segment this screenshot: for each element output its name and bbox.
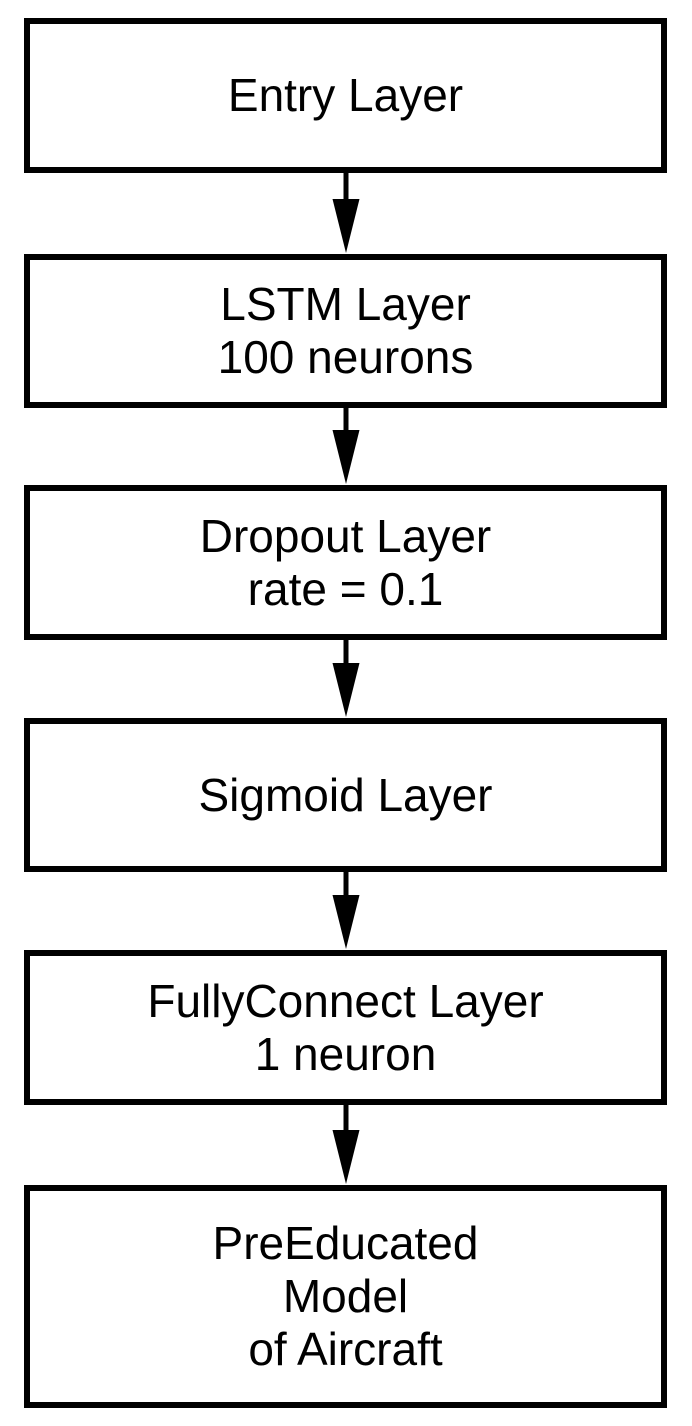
edge-lstm-to-dropout xyxy=(332,408,360,484)
node-preeducated-model-line-1: PreEducated xyxy=(212,1217,479,1269)
node-sigmoid-layer-line-1: Sigmoid Layer xyxy=(198,768,493,821)
arrowhead-icon xyxy=(332,199,360,253)
edge-entry-to-lstm xyxy=(332,173,360,253)
arrowhead-icon xyxy=(332,1130,360,1184)
node-preeducated-model-line-3: of Aircraft xyxy=(248,1323,443,1375)
node-preeducated-model: PreEducated Model of Aircraft xyxy=(24,1185,667,1408)
node-sigmoid-layer: Sigmoid Layer xyxy=(24,718,667,872)
arrowhead-icon xyxy=(332,663,360,717)
edge-sigmoid-to-fullyconnect xyxy=(332,872,360,949)
edge-fullyconnect-to-preeducated xyxy=(332,1105,360,1184)
node-fullyconnect-layer: FullyConnect Layer 1 neuron xyxy=(24,950,667,1105)
node-dropout-layer-line-2: rate = 0.1 xyxy=(247,562,444,615)
node-dropout-layer-line-1: Dropout Layer xyxy=(199,509,492,562)
node-lstm-layer-line-1: LSTM Layer xyxy=(220,278,471,330)
node-lstm-layer-line-2: 100 neurons xyxy=(217,331,474,383)
node-fullyconnect-layer-line-2: 1 neuron xyxy=(254,1027,437,1080)
node-preeducated-model-line-2: Model xyxy=(282,1270,409,1322)
node-entry-layer: Entry Layer xyxy=(24,18,667,173)
arrowhead-icon xyxy=(332,430,360,484)
node-entry-layer-line-1: Entry Layer xyxy=(227,69,464,121)
edge-dropout-to-sigmoid xyxy=(332,640,360,717)
node-fullyconnect-layer-line-1: FullyConnect Layer xyxy=(147,974,544,1027)
arrowhead-icon xyxy=(332,895,360,949)
node-dropout-layer: Dropout Layer rate = 0.1 xyxy=(24,485,667,640)
node-lstm-layer: LSTM Layer 100 neurons xyxy=(24,254,667,408)
